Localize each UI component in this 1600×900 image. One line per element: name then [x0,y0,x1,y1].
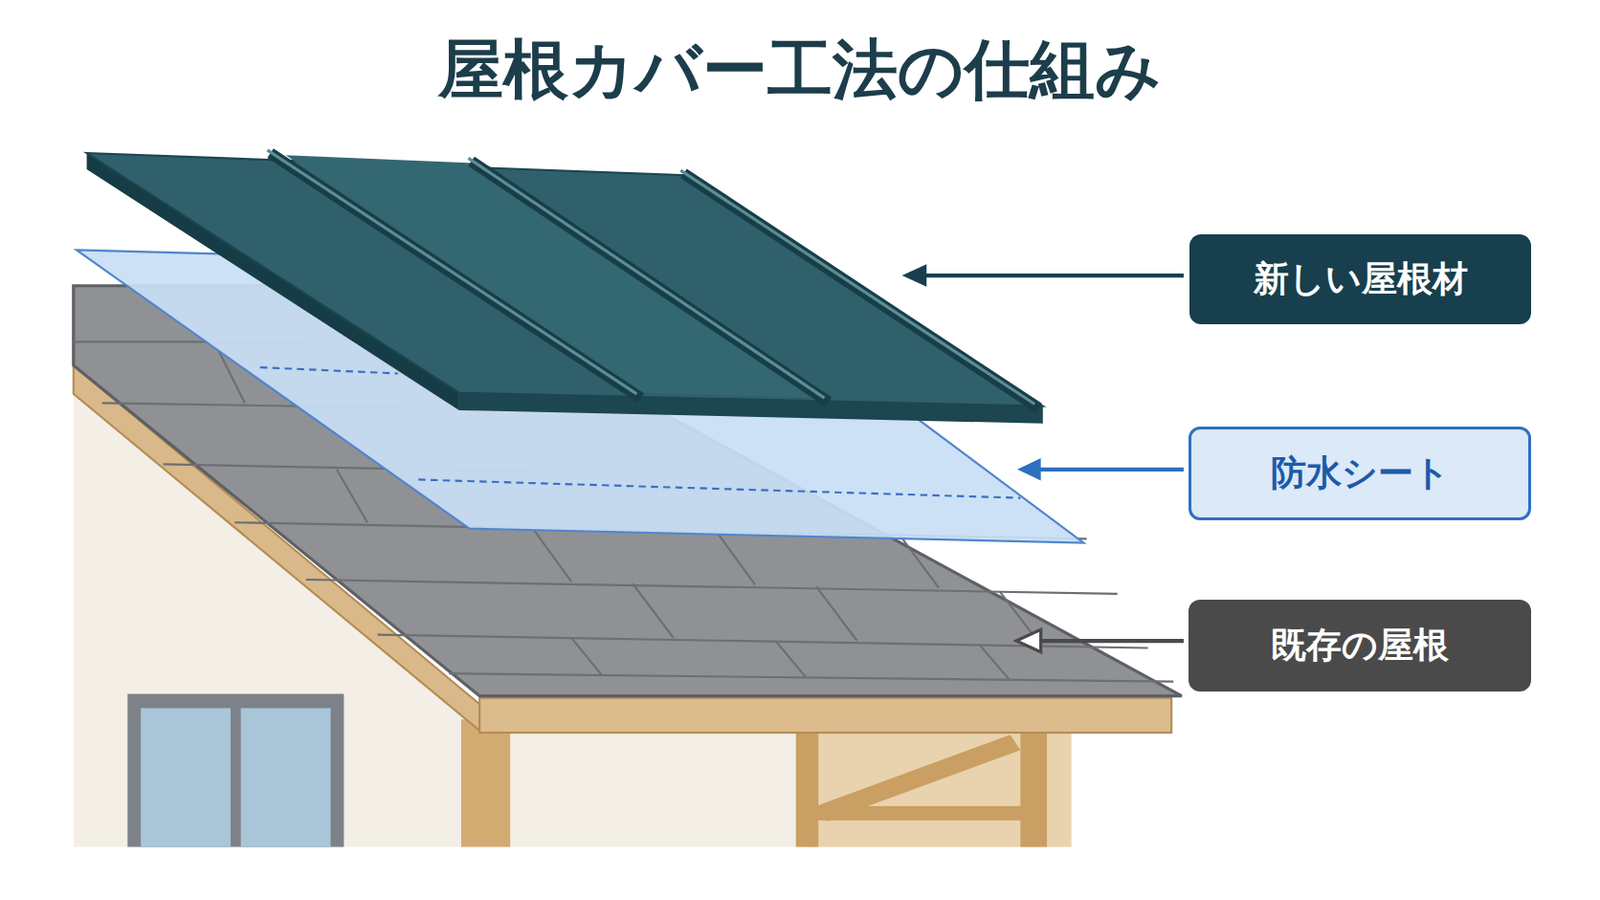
metal-roof-shade [286,155,827,399]
label-text: 防水シート [1270,449,1450,498]
label-text: 既存の屋根 [1270,622,1449,670]
wood-frame [805,727,1071,848]
window-glass [241,708,332,847]
leader-arrowhead [1017,458,1042,481]
eave-fascia [479,698,1172,734]
diagram-title: 屋根カバー工法の仕組み [0,26,1600,114]
sheet-overlap-line [418,479,1021,498]
house-wall [479,727,806,848]
label-box-existing: 既存の屋根 [1188,600,1532,692]
wood-post [461,719,511,847]
label-text: 新しい屋根材 [1253,255,1468,304]
wood-post [796,727,819,848]
label-box-waterproof: 防水シート [1188,426,1532,521]
leader-arrowhead [1016,629,1042,652]
window-glass [140,708,231,847]
wood-post [1020,727,1047,848]
leader-line [1034,467,1184,472]
metal-roof [87,153,1044,407]
sheet-overlap-line [260,367,399,374]
wood-beam [816,806,1026,822]
metal-roof-rib [266,150,1039,409]
leader-arrowhead [902,264,928,287]
window-frame [127,693,344,847]
leader-line [1041,639,1184,644]
label-box-new-roof: 新しい屋根材 [1189,234,1532,325]
leader-line [918,273,1184,278]
